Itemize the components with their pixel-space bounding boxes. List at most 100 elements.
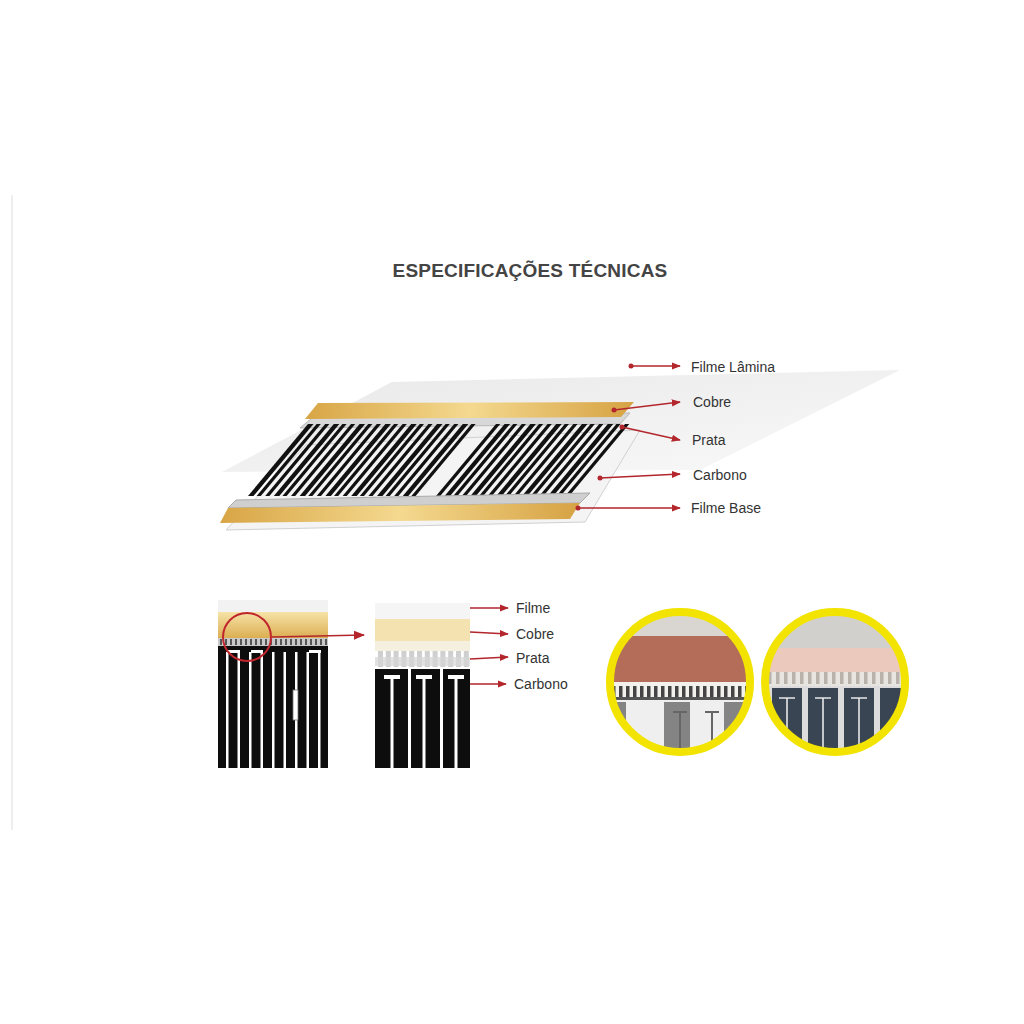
copper-strip xyxy=(220,503,580,523)
comb-tooth xyxy=(856,672,860,684)
stripe-gap xyxy=(272,652,275,768)
comb-tooth xyxy=(731,686,735,698)
carbon-stripe xyxy=(556,424,620,496)
copper-photo xyxy=(755,648,915,672)
photo-ring xyxy=(765,612,905,752)
leader-dot xyxy=(612,408,617,413)
comb-tooth xyxy=(738,686,742,698)
carbon-photo-strip xyxy=(664,702,690,772)
comb-tooth xyxy=(619,686,623,698)
silver-band xyxy=(218,638,328,646)
stripe-gap xyxy=(238,652,241,768)
title: ESPECIFICAÇÕES TÉCNICAS xyxy=(393,260,668,282)
comb-tooth xyxy=(872,672,876,684)
comb-tooth xyxy=(848,672,852,684)
silver-photo xyxy=(600,682,760,700)
stripe-gap xyxy=(226,652,229,768)
comb-tooth xyxy=(285,639,287,645)
copper-strip xyxy=(305,402,634,419)
comb-tooth xyxy=(784,672,788,684)
stripe-gap xyxy=(318,652,321,768)
comb-tooth xyxy=(295,639,297,645)
leader-dot xyxy=(598,476,603,481)
zoom-circle xyxy=(223,613,271,661)
photo-ring xyxy=(610,612,750,752)
comb-tooth xyxy=(633,686,637,698)
comb-tooth xyxy=(235,639,237,645)
leader-line xyxy=(614,402,680,410)
t-mark xyxy=(309,650,321,653)
comb-tooth xyxy=(290,639,292,645)
page-edge xyxy=(11,195,13,830)
photo-detail xyxy=(755,600,916,770)
stripe-gap xyxy=(307,652,310,768)
resistor-mark xyxy=(293,690,298,720)
leader-dot xyxy=(629,364,634,369)
leader-line xyxy=(470,607,508,608)
leader-line xyxy=(470,683,506,684)
comb-tooth xyxy=(310,639,312,645)
comb-tooth xyxy=(696,686,700,698)
stripe-gap xyxy=(261,652,264,768)
photo-ground xyxy=(600,600,760,770)
comb-tooth xyxy=(792,672,796,684)
comb-tooth xyxy=(315,639,317,645)
leader-line xyxy=(622,427,680,440)
carbon-stripe xyxy=(531,424,595,496)
comb-tooth xyxy=(912,672,916,684)
comb-tooth xyxy=(225,639,227,645)
leader-line xyxy=(578,507,680,508)
comb-tooth xyxy=(255,639,257,645)
leader-line xyxy=(600,474,680,478)
t-mark xyxy=(851,698,867,770)
t-mark xyxy=(673,712,687,770)
comb-tooth xyxy=(703,686,707,698)
t-mark xyxy=(423,675,426,768)
comb-tooth xyxy=(724,686,728,698)
comb-tooth xyxy=(300,639,302,645)
comb-tooth xyxy=(682,686,686,698)
carbon-block xyxy=(375,669,470,768)
comb-tooth xyxy=(320,639,322,645)
zoom-arrow xyxy=(272,635,364,637)
comb-tooth xyxy=(275,639,277,645)
carbon-stripe xyxy=(548,424,614,496)
comb-tooth xyxy=(668,686,672,698)
comb-tooth xyxy=(800,672,804,684)
comb-tooth xyxy=(840,672,844,684)
part-label: Cobre xyxy=(693,394,731,410)
carbon-stripe xyxy=(377,424,443,496)
carbon-stripe xyxy=(565,424,629,496)
carbon-block xyxy=(218,646,328,768)
comb-tooth xyxy=(240,639,242,645)
part-label: Carbono xyxy=(693,467,747,483)
comb-tooth xyxy=(675,686,679,698)
t-mark xyxy=(455,675,458,768)
leader-lines xyxy=(578,366,680,508)
t-mark xyxy=(251,650,263,653)
detail-pattern xyxy=(375,651,470,768)
silver-photo xyxy=(755,672,915,686)
part-label: Prata xyxy=(516,650,549,666)
carbon-stripe xyxy=(539,424,603,496)
comb-tooth xyxy=(305,639,307,645)
leader-line xyxy=(470,632,508,634)
silver-bar xyxy=(375,657,470,666)
leader-dots xyxy=(576,364,634,511)
stripe-gap xyxy=(440,669,443,768)
carbon-photo-strip xyxy=(844,688,874,770)
leader-lines xyxy=(470,608,508,684)
comb-tooth xyxy=(626,686,630,698)
comb-tooth xyxy=(661,686,665,698)
comb-tooth xyxy=(647,686,651,698)
t-mark xyxy=(815,698,831,770)
comb-tooth xyxy=(280,639,282,645)
part-label: Filme xyxy=(516,600,550,616)
part-label: Filme Lâmina xyxy=(691,359,775,375)
gap-band xyxy=(375,641,470,651)
comb-tooth xyxy=(864,672,868,684)
part-label: Cobre xyxy=(516,626,554,642)
